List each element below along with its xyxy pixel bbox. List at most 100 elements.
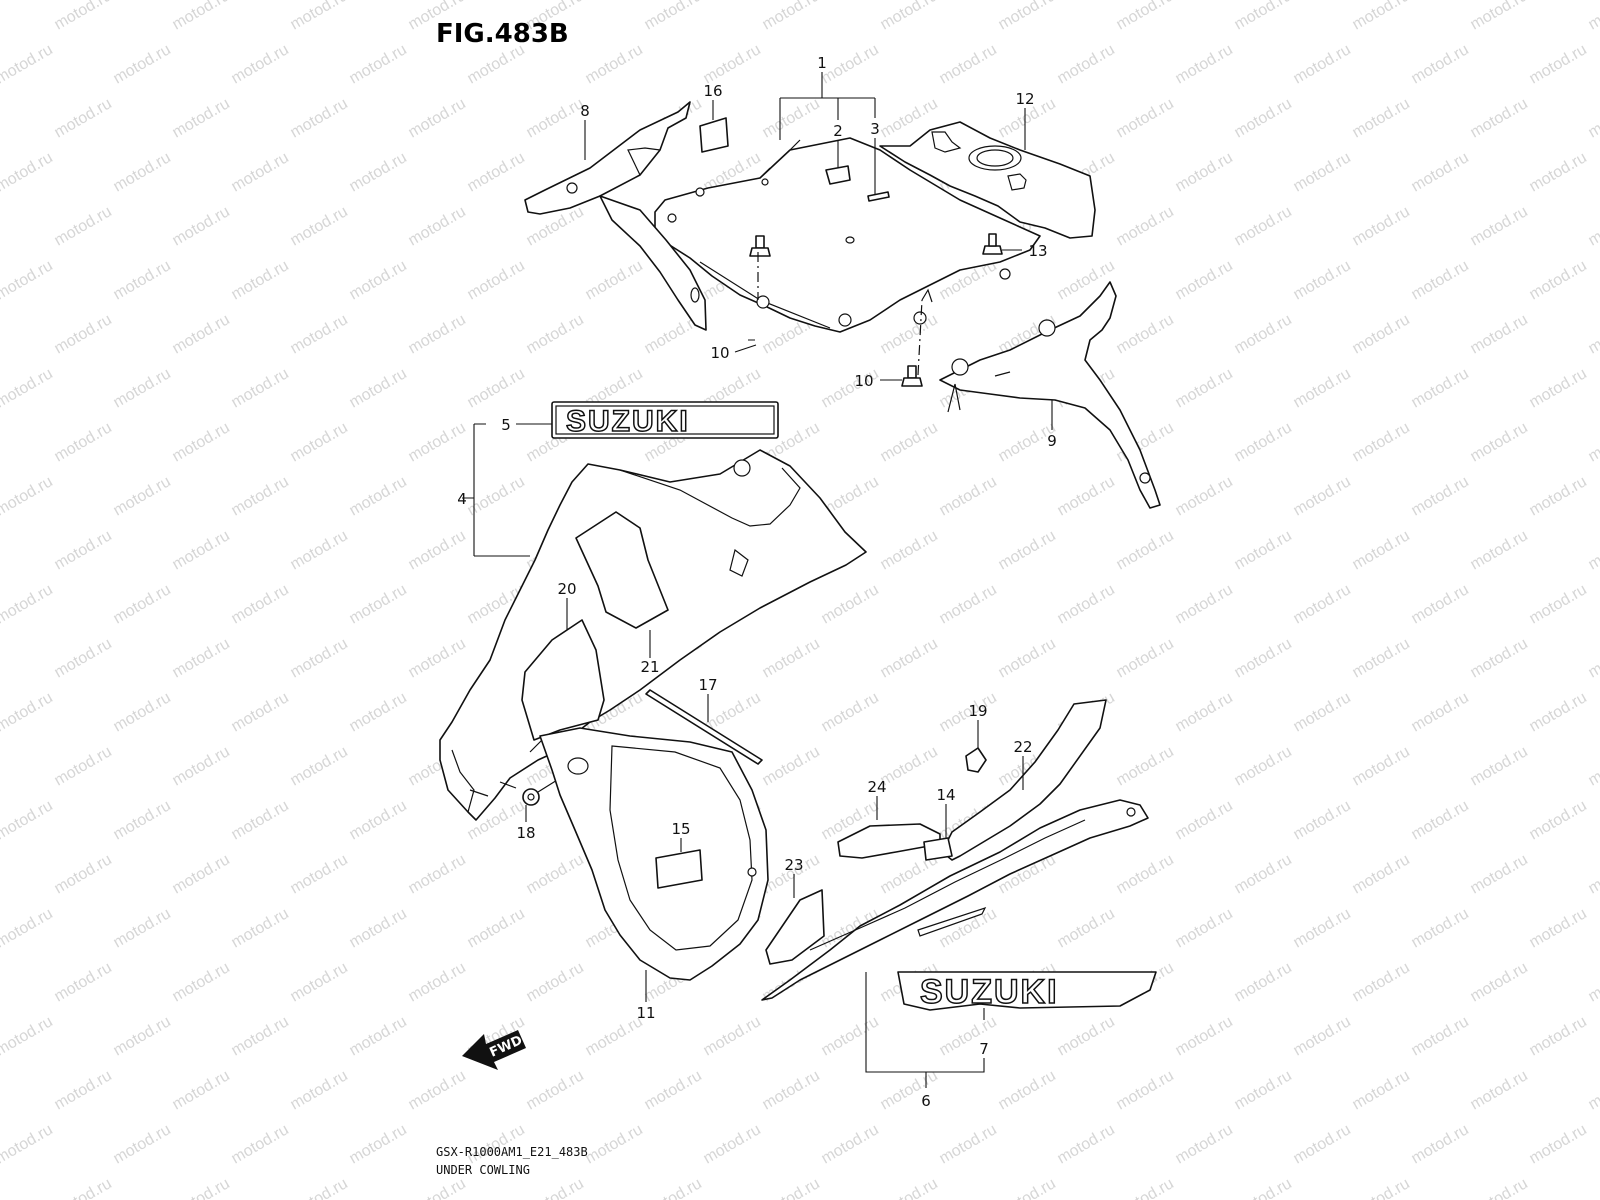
part-11-lower-cowling[interactable] [539,727,769,981]
group-name-caption: UNDER COWLING [436,1163,530,1177]
watermark-text: motod.ru [1468,419,1531,465]
part-9-right-bracket[interactable] [939,281,1161,509]
watermark-text: motod.ru [288,311,351,357]
callout-17[interactable]: 17 [698,676,717,694]
callout-1[interactable]: 1 [817,54,827,72]
watermark-text: motod.ru [288,203,351,249]
watermark-text: motod.ru [1586,0,1600,33]
watermark-text: motod.ru [1586,203,1600,249]
callout-15[interactable]: 15 [671,820,690,838]
watermark-text: motod.ru [229,1121,292,1167]
watermark-text: motod.ru [1114,1175,1177,1200]
watermark-text: motod.ru [760,635,823,681]
part-5-suzuki-emblem[interactable]: SUZUKI [551,401,779,439]
watermark-text: motod.ru [170,419,233,465]
watermark-text: motod.ru [1527,1013,1590,1059]
watermark-text: motod.ru [1586,635,1600,681]
watermark-text: motod.ru [1291,1121,1354,1167]
part-10-screw-left[interactable] [749,235,771,257]
callout-10-left[interactable]: 10 [710,344,729,362]
part-12-meter-panel[interactable] [879,121,1096,239]
part-19-grommet[interactable] [965,747,987,773]
callout-numbers: 1 2 3 4 5 6 7 8 9 10 10 11 12 13 14 15 1… [457,54,1057,1110]
callout-9[interactable]: 9 [1047,432,1057,450]
watermark-text: motod.ru [1350,0,1413,33]
callout-14[interactable]: 14 [936,786,955,804]
watermark-text: motod.ru [406,527,469,573]
watermark-text: motod.ru [1586,1067,1600,1113]
watermark-text: motod.ru [1055,581,1118,627]
part-1-left-arm [599,195,707,331]
watermark-text: motod.ru [1291,905,1354,951]
watermark-text: motod.ru [1350,851,1413,897]
watermark-text: motod.ru [347,1013,410,1059]
watermark-text: motod.ru [583,41,646,87]
watermark-text: motod.ru [406,203,469,249]
part-1-inner-cowling[interactable] [654,137,1041,333]
watermark-text: motod.ru [524,311,587,357]
part-2-label-pad[interactable] [825,165,851,185]
callout-22[interactable]: 22 [1013,738,1032,756]
watermark-text: motod.ru [1291,473,1354,519]
part-13-screw[interactable] [982,233,1003,255]
callout-24[interactable]: 24 [867,778,886,796]
watermark-text: motod.ru [1232,1175,1295,1200]
part-8-left-bracket[interactable] [524,101,691,215]
watermark-text: motod.ru [465,257,528,303]
watermark-text: motod.ru [347,257,410,303]
part-3-label-strip[interactable] [867,191,890,202]
callout-7[interactable]: 7 [979,1040,989,1058]
callout-6[interactable]: 6 [921,1092,931,1110]
callout-13[interactable]: 13 [1028,242,1047,260]
callout-16[interactable]: 16 [703,82,722,100]
watermark-text: motod.ru [170,0,233,33]
watermark-text: motod.ru [760,1067,823,1113]
emblem-lower-text: SUZUKI [920,973,1059,1011]
callout-4[interactable]: 4 [457,490,467,508]
part-6-lower-side-cowling[interactable] [761,799,1149,1001]
part-23-pad[interactable] [765,889,825,965]
callout-20[interactable]: 20 [557,580,576,598]
watermark-text: motod.ru [347,149,410,195]
callout-19[interactable]: 19 [968,702,987,720]
watermark-text: motod.ru [111,257,174,303]
callout-23[interactable]: 23 [784,856,803,874]
watermark-text: motod.ru [406,1067,469,1113]
watermark-text: motod.ru [996,1175,1059,1200]
callout-12[interactable]: 12 [1015,90,1034,108]
watermark-text: motod.ru [878,743,941,789]
callout-18[interactable]: 18 [516,824,535,842]
part-15-pad[interactable] [655,849,703,889]
part-7-suzuki-emblem[interactable]: SUZUKI [897,971,1157,1012]
watermark-text: motod.ru [347,1121,410,1167]
watermark-text: motod.ru [524,1175,587,1200]
watermark-text: motod.ru [937,473,1000,519]
callout-11[interactable]: 11 [636,1004,655,1022]
callout-3[interactable]: 3 [870,120,880,138]
watermark-text: motod.ru [111,581,174,627]
part-14-pad[interactable] [923,837,953,861]
part-16-pad[interactable] [699,117,729,153]
watermark-text: motod.ru [1173,41,1236,87]
callout-21[interactable]: 21 [640,658,659,676]
watermark-text: motod.ru [1291,257,1354,303]
watermark-text: motod.ru [229,149,292,195]
callout-8[interactable]: 8 [580,102,590,120]
callout-5[interactable]: 5 [501,416,511,434]
watermark-text: motod.ru [524,959,587,1005]
watermark-text: motod.ru [1527,41,1590,87]
part-21-pad[interactable] [575,511,669,629]
callout-2[interactable]: 2 [833,122,843,140]
part-10-screw-right[interactable] [901,365,923,387]
part-17-strip[interactable] [645,689,763,765]
watermark-text: motod.ru [170,311,233,357]
watermark-text: motod.ru [760,743,823,789]
watermark-text: motod.ru [406,851,469,897]
watermark-text: motod.ru [406,95,469,141]
callout-10-right[interactable]: 10 [854,372,873,390]
watermark-text: motod.ru [1173,689,1236,735]
part-18-fastener[interactable] [522,771,571,806]
watermark-text: motod.ru [1114,95,1177,141]
watermark-text: motod.ru [288,1067,351,1113]
